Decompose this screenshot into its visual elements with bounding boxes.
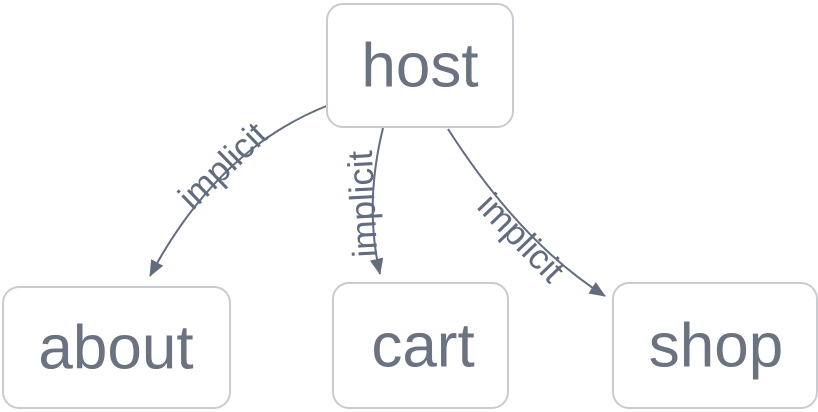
edges-layer (149, 104, 606, 297)
edge-label-host-cart: implicit (341, 149, 386, 258)
node-shop-label: shop (649, 312, 783, 381)
node-about-label: about (38, 314, 193, 383)
node-about[interactable]: about (2, 286, 231, 409)
node-about-box[interactable] (2, 286, 231, 409)
node-cart-box[interactable] (332, 282, 509, 409)
node-shop[interactable]: shop (612, 282, 818, 409)
node-cart[interactable]: cart (332, 282, 509, 409)
edge-host-cart (369, 127, 384, 275)
edge-host-about (149, 104, 330, 277)
node-host[interactable]: host (326, 3, 514, 128)
node-host-box[interactable] (326, 3, 514, 128)
edge-host-shop (447, 128, 606, 297)
node-shop-box[interactable] (612, 282, 818, 409)
edge-label-host-about: implicit (171, 115, 275, 218)
edge-label-host-shop: implicit (470, 186, 573, 290)
node-host-label: host (361, 32, 478, 101)
node-cart-label: cart (371, 312, 474, 381)
edge-labels-layer: implicit implicit implicit (171, 115, 572, 291)
